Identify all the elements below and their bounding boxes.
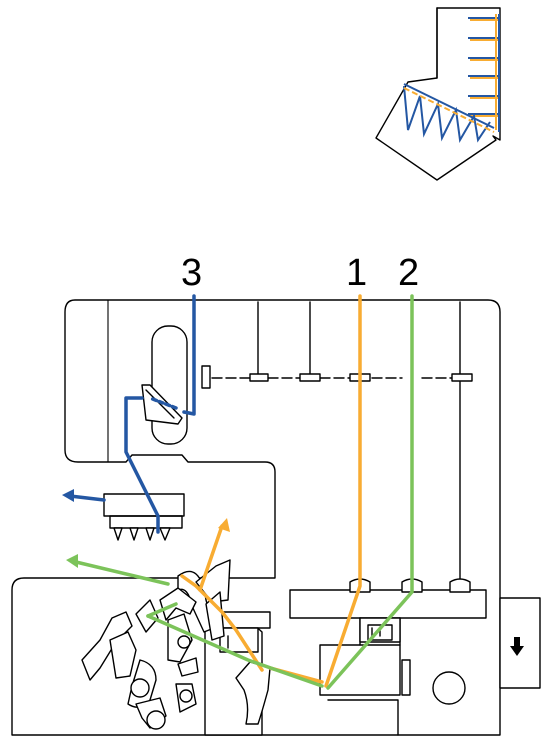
label-needle-1: 1 bbox=[346, 252, 367, 294]
upper-looper-thread bbox=[62, 294, 196, 534]
arrow-head-icon bbox=[66, 554, 78, 568]
lower-looper bbox=[235, 661, 271, 725]
looper-mechanism bbox=[81, 559, 231, 730]
feed-direction-box bbox=[499, 597, 541, 689]
label-upper-looper: 3 bbox=[181, 252, 202, 294]
upper-looper-arm bbox=[141, 384, 183, 425]
fabric-swatch bbox=[375, 7, 501, 181]
edge-stitches bbox=[468, 14, 500, 132]
label-needle-2: 2 bbox=[398, 252, 419, 294]
down-arrow-icon bbox=[510, 637, 524, 656]
arrow-head-icon bbox=[62, 489, 74, 502]
overlock-stitches bbox=[403, 83, 495, 144]
thread-guides bbox=[201, 301, 473, 591]
arrow-head-icon bbox=[218, 518, 230, 532]
needle-bar bbox=[289, 578, 487, 619]
tension-slot bbox=[151, 325, 188, 445]
looper-block bbox=[103, 493, 185, 541]
needle-2-thread bbox=[66, 294, 414, 690]
stitch-sample-inset bbox=[375, 7, 501, 181]
